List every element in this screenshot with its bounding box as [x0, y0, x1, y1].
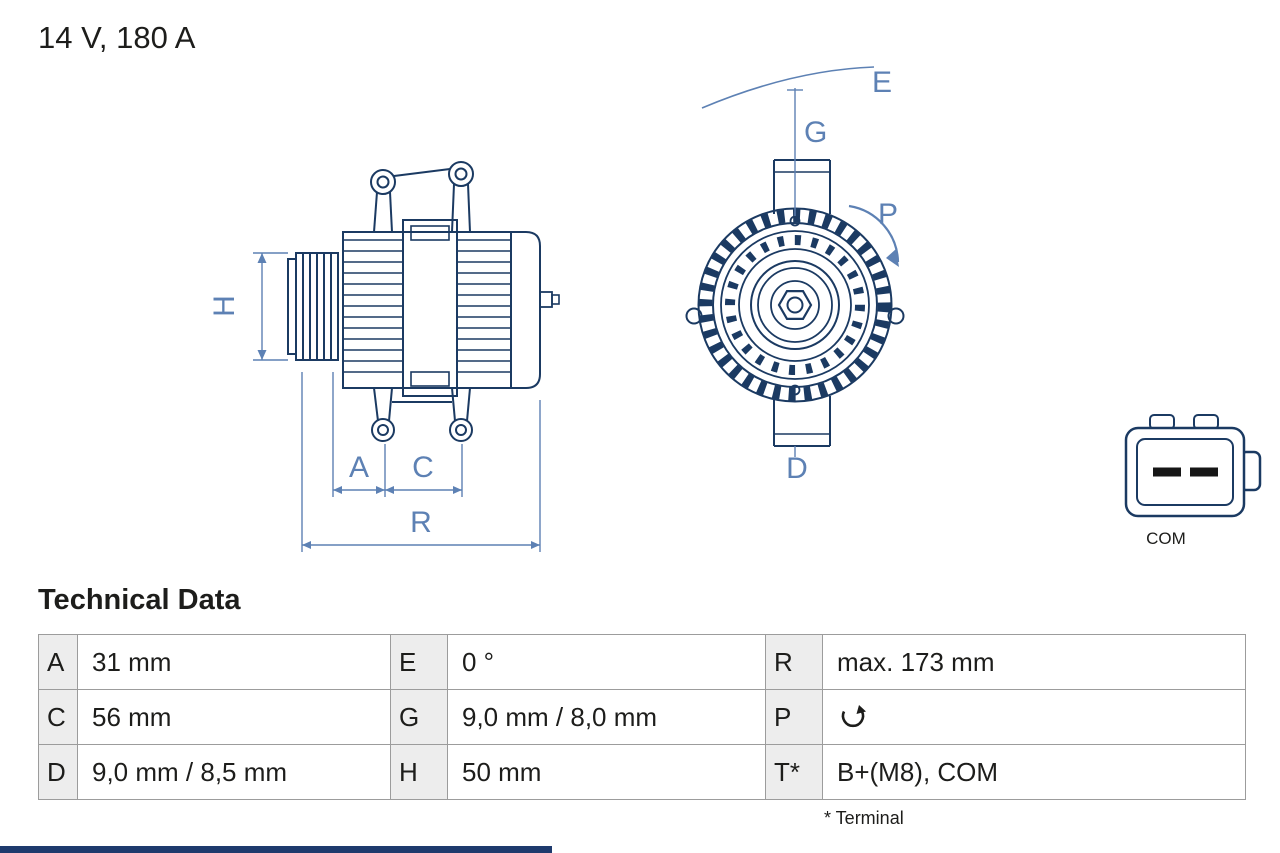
table-row: A 31 mm E 0 ° R max. 173 mm — [38, 634, 1246, 690]
spec-value-A: 31 mm — [77, 634, 391, 690]
spec-key-H: H — [390, 744, 448, 800]
connector-label: COM — [1146, 529, 1186, 548]
spec-key-R: R — [765, 634, 823, 690]
spec-key-C: C — [38, 689, 78, 745]
dim-label-E: E — [872, 66, 892, 99]
spec-value-T: B+(M8), COM — [822, 744, 1246, 800]
spec-value-P — [822, 689, 1246, 745]
spec-key-A: A — [38, 634, 78, 690]
rotation-direction-icon — [841, 704, 866, 727]
dim-label-P: P — [878, 198, 898, 231]
spec-value-E: 0 ° — [447, 634, 766, 690]
spec-value-G: 9,0 mm / 8,0 mm — [447, 689, 766, 745]
technical-drawing: H A C R — [208, 66, 1262, 552]
front-view-dimensions: E G P D — [701, 66, 900, 485]
spec-value-C: 56 mm — [77, 689, 391, 745]
dim-label-H: H — [208, 295, 241, 317]
terminal-footnote: * Terminal — [824, 808, 904, 828]
alternator-body — [342, 219, 560, 397]
side-view — [287, 161, 560, 442]
technical-data-title: Technical Data — [38, 584, 241, 616]
dim-label-R: R — [410, 506, 432, 539]
spec-key-T: T* — [765, 744, 823, 800]
spec-key-D: D — [38, 744, 78, 800]
spec-value-H: 50 mm — [447, 744, 766, 800]
spec-key-E: E — [390, 634, 448, 690]
bottom-tab — [773, 384, 831, 447]
shaft-nut-hexagon — [777, 290, 813, 320]
dim-label-G: G — [804, 116, 827, 149]
dim-label-A: A — [349, 451, 369, 484]
spec-key-P: P — [765, 689, 823, 745]
table-row: D 9,0 mm / 8,5 mm H 50 mm T* B+(M8), COM — [38, 744, 1246, 800]
top-mounting-lugs — [370, 161, 474, 233]
side-view-dimensions: H A C R — [208, 252, 541, 552]
bottom-mounting-bracket — [371, 387, 473, 442]
spec-value-D: 9,0 mm / 8,5 mm — [77, 744, 391, 800]
table-row: C 56 mm G 9,0 mm / 8,0 mm P — [38, 689, 1246, 745]
connector-diagram: COM — [1124, 414, 1262, 548]
spec-key-G: G — [390, 689, 448, 745]
top-tab — [773, 159, 831, 227]
bottom-accent-bar — [0, 846, 552, 853]
mounting-ear-right — [887, 307, 905, 325]
spec-value-R: max. 173 mm — [822, 634, 1246, 690]
dim-label-D: D — [786, 452, 808, 485]
product-rating: 14 V, 180 A — [38, 20, 196, 55]
dim-label-C: C — [412, 451, 434, 484]
technical-data-table: A 31 mm E 0 ° R max. 173 mm C 56 mm G 9,… — [38, 634, 1246, 800]
technical-data-section: Technical Data A 31 mm E 0 ° R max. 173 … — [38, 584, 1246, 829]
pulley — [287, 252, 339, 361]
mounting-ear-left — [685, 307, 703, 325]
